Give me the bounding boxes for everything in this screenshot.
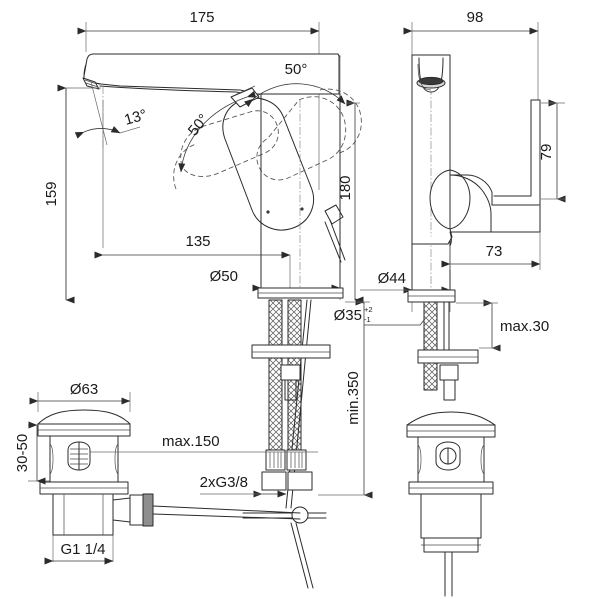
front-base-plate xyxy=(257,287,344,299)
dim-min350-label: min.350 xyxy=(345,371,362,424)
flexible-hoses-front xyxy=(251,299,331,509)
lever-handle-side xyxy=(411,99,541,247)
front-elevation-view: 175 13° xyxy=(43,9,373,589)
pull-rod-linkage xyxy=(242,506,327,589)
dimension-d50: Ø50 xyxy=(210,268,341,292)
dim-d63-label: Ø63 xyxy=(70,381,98,398)
dim-max150-label: max.150 xyxy=(162,433,220,450)
dimension-98: 98 xyxy=(403,9,539,35)
pop-up-waste-assembly-view xyxy=(406,411,496,597)
dim-max30-label: max.30 xyxy=(500,318,549,335)
waste-barrel-left xyxy=(49,435,119,483)
waste-lower-flange-left xyxy=(39,481,129,495)
angle-13-degrees: 13° xyxy=(66,81,149,150)
dimension-135: 135 xyxy=(94,233,291,288)
dim-98-label: 98 xyxy=(467,9,484,26)
dimension-min350: min.350 xyxy=(318,298,373,499)
dimension-180: 180 xyxy=(337,99,364,304)
side-base-plate xyxy=(407,289,456,303)
dimension-73: 73 xyxy=(441,232,541,270)
dimension-175: 175 xyxy=(77,9,320,35)
waste-thread-body-right xyxy=(420,493,482,553)
dimension-g1-1-4: G1 1/4 xyxy=(44,541,114,565)
dim-2xg38-label: 2xG3/8 xyxy=(200,474,248,491)
dim-50deg-right-label: 50° xyxy=(285,61,308,78)
side-elevation-view: 98 xyxy=(334,9,566,401)
dimension-max150: max.150 xyxy=(90,433,318,453)
lever-detent-dot-1 xyxy=(300,207,304,211)
dimension-d35: Ø35 +2 -1 xyxy=(334,305,435,326)
dim-175-label: 175 xyxy=(189,9,214,26)
dimension-30-50: 30-50 xyxy=(14,421,46,485)
side-hose-assembly xyxy=(417,301,479,401)
waste-rod-tail-right xyxy=(444,551,453,597)
waste-cap-right xyxy=(406,411,496,438)
dim-180-label: 180 xyxy=(337,175,354,200)
dim-d35-label: Ø35 xyxy=(334,307,362,324)
dimension-79: 79 xyxy=(538,99,566,203)
dim-135-label: 135 xyxy=(185,233,210,250)
dimension-159: 159 xyxy=(43,84,75,304)
waste-ball-rod-port xyxy=(112,493,301,527)
pop-up-waste-section-view: Ø63 xyxy=(14,381,318,565)
dim-13deg-label: 13° xyxy=(122,106,148,129)
lever-pointer-accessory xyxy=(324,204,346,263)
spout-outlet-side xyxy=(416,57,446,93)
dim-d44-label: Ø44 xyxy=(378,270,406,287)
dim-73-label: 73 xyxy=(486,243,503,260)
dim-79-label: 79 xyxy=(538,144,555,161)
waste-cap-left xyxy=(37,409,131,437)
dim-159-label: 159 xyxy=(43,181,60,206)
dimension-d63: Ø63 xyxy=(29,381,131,405)
angle-50-right: 50° xyxy=(244,61,346,108)
dim-30-50-label: 30-50 xyxy=(14,434,31,472)
lever-detent-dot-2 xyxy=(266,210,270,214)
waste-barrel-right xyxy=(417,436,485,483)
dim-g1-1-4-label: G1 1/4 xyxy=(60,541,105,558)
dim-d35-tol-minus: -1 xyxy=(364,315,371,324)
dimension-2xg38: 2xG3/8 xyxy=(200,474,287,498)
dimension-max30: max.30 xyxy=(456,299,549,352)
waste-thread-body-left xyxy=(52,493,114,536)
waste-lower-flange-right xyxy=(408,481,494,495)
dim-d35-tol-plus: +2 xyxy=(364,305,373,314)
dim-d50-label: Ø50 xyxy=(210,268,238,285)
